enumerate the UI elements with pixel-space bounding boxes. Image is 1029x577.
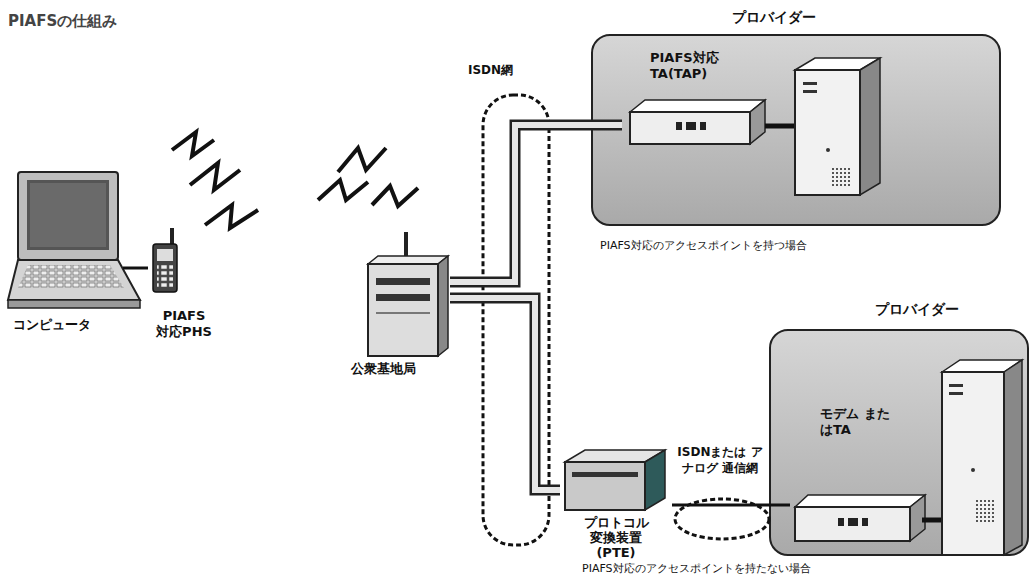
cable-connector [672, 505, 790, 506]
node-label: プロバイダー [875, 301, 959, 317]
node-label: PIAFS対応 TA(TAP) [650, 50, 730, 82]
node-label: プロバイダー [732, 9, 816, 25]
cable [922, 518, 944, 523]
tap-device [630, 100, 765, 144]
note-label: ISDN網 [468, 62, 513, 78]
pipe-core [450, 125, 622, 282]
pipe-outline [450, 125, 622, 282]
note-label: ISDNまたは アナログ 通信網 [675, 444, 765, 476]
provider-node: プロバイダーモデム またはTA [770, 297, 1027, 559]
computer-node: コンピュータ [5, 168, 123, 333]
pte-device [565, 450, 665, 510]
tap-node: PIAFS対応 TA(TAP) [622, 46, 772, 154]
pipe-core [450, 298, 560, 490]
modem-device [795, 495, 925, 541]
node-label: プロトコル 変換装置 (PTE) [576, 515, 656, 560]
provider-box [770, 330, 1028, 555]
node-label: コンピュータ [13, 317, 91, 333]
cable-connector [123, 268, 148, 269]
pte-node: プロトコル 変換装置 (PTE) [560, 446, 672, 560]
modem-node: モデム またはTA [790, 400, 925, 545]
pipe-connector [450, 298, 560, 490]
base-station-figure [368, 232, 448, 356]
provider-box [592, 35, 1000, 225]
node-label: モデム またはTA [820, 406, 895, 438]
server-figure [942, 360, 1022, 555]
laptop-figure [8, 172, 140, 308]
node-label: 公衆基地局 [351, 361, 416, 377]
base-station-node: 公衆基地局 [345, 232, 450, 377]
note-label: PIAFS対応のアクセスポイントを持つ場合 [600, 238, 807, 253]
server-figure [795, 58, 880, 195]
phs-node: PIAFS 対応PHS [148, 232, 220, 340]
radio-waves [172, 132, 418, 228]
diagram-title: PIAFSの仕組み [8, 12, 117, 31]
node-label: PIAFS 対応PHS [154, 308, 214, 340]
phs-figure [153, 228, 177, 292]
provider-node: プロバイダー PIAFS対応 TA(TAP) [592, 5, 1002, 227]
cable-line [672, 504, 790, 507]
pipe-connector [450, 125, 622, 282]
pipe-outline [450, 298, 560, 490]
note-label: PIAFS対応のアクセスポイントを持たない場合 [582, 561, 811, 576]
cable-line [123, 267, 148, 270]
cable [765, 124, 795, 129]
